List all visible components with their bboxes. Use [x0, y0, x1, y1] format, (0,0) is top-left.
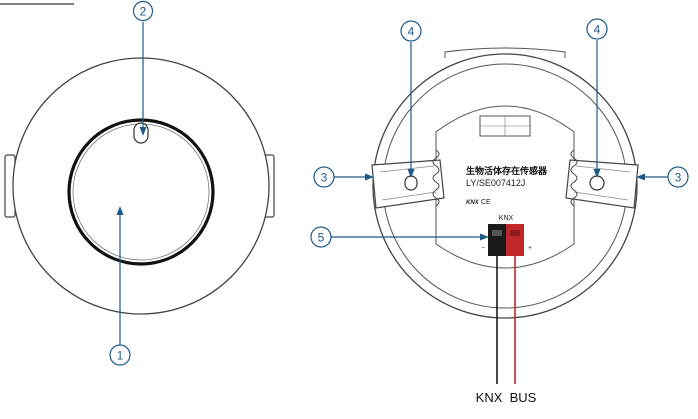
spring-clip-left — [371, 149, 445, 209]
callout-3-right: 3 — [636, 166, 689, 188]
callout-2: 2 — [132, 0, 154, 136]
callout-3-right-number: 3 — [675, 171, 682, 185]
product-model: LY/SE007412J — [466, 178, 525, 188]
spring-clip-right — [565, 149, 639, 209]
connector-plus: + — [528, 245, 532, 252]
back-top-tab — [444, 47, 566, 58]
cert-ce-mark: CE — [481, 199, 491, 206]
callout-5: 5 — [310, 226, 489, 248]
front-indicator — [133, 122, 149, 144]
connector-black-half — [488, 224, 506, 256]
callout-4-left-number: 4 — [408, 25, 415, 39]
callout-5-number: 5 — [318, 231, 325, 245]
callout-1: 1 — [109, 206, 131, 366]
callout-2-number: 2 — [140, 5, 147, 19]
front-lens-inner — [72, 123, 210, 261]
connector-label: KNX — [499, 215, 514, 222]
callout-4-right-number: 4 — [594, 23, 601, 37]
callout-4-right: 4 — [586, 18, 608, 178]
callout-3-left-number: 3 — [321, 171, 328, 185]
callout-3-left: 3 — [313, 166, 374, 188]
connector-minus: − — [481, 245, 485, 252]
bus-label: KNX BUS — [476, 390, 537, 405]
connector-red-half — [506, 224, 524, 256]
front-view — [4, 57, 275, 315]
back-housing — [435, 105, 575, 269]
callout-4-left: 4 — [400, 20, 422, 178]
cert-knx-mark: KNX — [466, 200, 480, 206]
callout-1-number: 1 — [117, 349, 124, 363]
back-view: 生物活体存在传感器 LY/SE007412J KNX CE KNX − + — [371, 47, 639, 319]
product-name: 生物活体存在传感器 — [466, 165, 548, 177]
